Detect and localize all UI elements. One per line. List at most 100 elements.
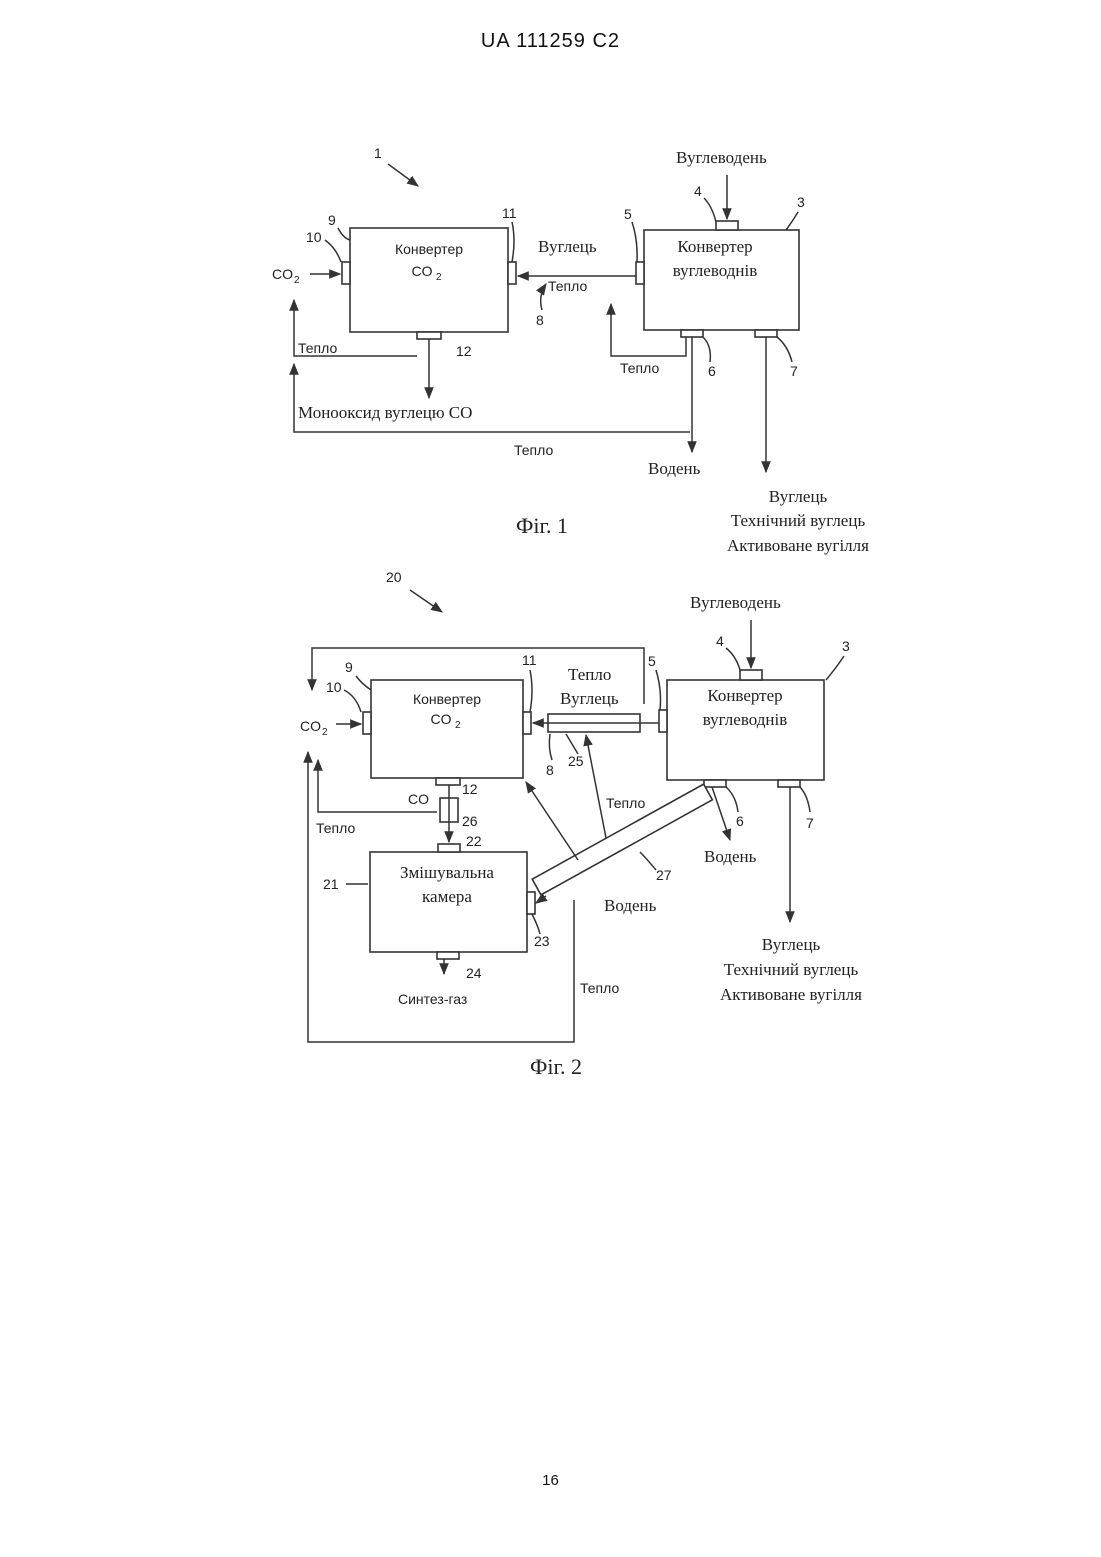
ref-8-leader	[549, 734, 552, 760]
heat-label-lower: Тепло	[514, 442, 553, 458]
ref-11: 11	[502, 205, 517, 221]
ref-6: 6	[708, 363, 716, 379]
hydrocarbon-label: Вуглеводень	[676, 148, 767, 167]
figure-1: 1 Конвертер CO 2 9 10 11 12 CO 2 Конверт…	[272, 145, 869, 555]
ref-5: 5	[648, 653, 656, 669]
port-7	[778, 780, 800, 787]
ref-6-leader	[726, 787, 738, 812]
ref-6-leader	[703, 337, 710, 362]
ref-23: 23	[534, 933, 550, 949]
hydrogen-output-arrow	[712, 787, 730, 840]
hydrogen-tube-label: Водень	[604, 896, 657, 915]
hydrocarbon-label: Вуглеводень	[690, 593, 781, 612]
carbon-product-3: Активоване вугілля	[727, 536, 869, 555]
port-11	[508, 262, 516, 284]
ref-11: 11	[522, 652, 537, 668]
fig1-caption: Фіг. 1	[516, 513, 568, 538]
mixing-chamber-label-2: камера	[422, 887, 472, 906]
carbon-label: Вуглець	[538, 237, 597, 256]
ref-20: 20	[386, 569, 402, 585]
mixing-chamber-label: Змішувальна	[400, 863, 494, 882]
port-7	[755, 330, 777, 337]
ref-22: 22	[466, 833, 482, 849]
port-4	[740, 670, 762, 680]
co2-converter-formula: CO	[431, 711, 452, 727]
port-22	[438, 844, 460, 852]
heat-label-link: Тепло	[548, 278, 587, 294]
ref-1-arrow	[388, 164, 418, 186]
hc-converter-label-2: вуглеводнів	[703, 710, 788, 729]
heat-link-arrow	[541, 284, 546, 310]
hc-converter-label-2: вуглеводнів	[673, 261, 758, 280]
ref-9-leader	[356, 676, 371, 690]
co-output-label: Монооксид вуглецю CO	[298, 403, 472, 422]
port-12	[436, 778, 460, 785]
heat-bottom-label: Тепло	[580, 980, 619, 996]
ref-25-leader	[566, 734, 578, 754]
port-4	[716, 221, 738, 230]
carbon-product-1: Вуглець	[769, 487, 828, 506]
ref-27: 27	[656, 867, 672, 883]
ref-8: 8	[546, 762, 554, 778]
heat-top-label: Тепло	[568, 665, 611, 684]
ref-3: 3	[797, 194, 805, 210]
co2-converter-subscript: 2	[455, 720, 461, 731]
co2-input-label: CO	[272, 266, 293, 282]
ref-25: 25	[568, 753, 584, 769]
heat-mid-label: Тепло	[606, 795, 645, 811]
ref-4: 4	[716, 633, 724, 649]
co2-input-sub: 2	[294, 275, 300, 286]
ref-5: 5	[624, 206, 632, 222]
heat-left-label: Тепло	[316, 820, 355, 836]
port-23	[527, 892, 535, 914]
port-11	[523, 712, 531, 734]
ref-20-arrow	[410, 590, 442, 612]
ref-3: 3	[842, 638, 850, 654]
ref-24: 24	[466, 965, 482, 981]
ref-6: 6	[736, 813, 744, 829]
hc-converter-label: Конвертер	[677, 237, 752, 256]
co2-converter-subscript: 2	[436, 272, 442, 283]
co2-converter-formula: CO	[412, 263, 433, 279]
ref-4: 4	[694, 183, 702, 199]
ref-21: 21	[323, 876, 339, 892]
ref-27-leader	[640, 852, 656, 870]
ref-4-leader	[726, 648, 740, 670]
co2-converter-label: Конвертер	[413, 691, 481, 707]
ref-3-leader	[826, 656, 844, 680]
ref-3-leader	[786, 212, 798, 230]
ref-11-leader	[512, 222, 514, 262]
carbon-product-1: Вуглець	[762, 935, 821, 954]
ref-26: 26	[462, 813, 478, 829]
ref-7: 7	[806, 815, 814, 831]
co-label: CO	[408, 791, 429, 807]
hydrogen-into-chamber	[536, 896, 546, 903]
figure-2: 20 Конвертер CO 2 9 10 11 12 CO 2 Конвер…	[300, 569, 862, 1079]
co2-converter-label: Конвертер	[395, 241, 463, 257]
port-6	[681, 330, 703, 337]
ref-10: 10	[306, 229, 322, 245]
port-24	[437, 952, 459, 959]
ref-10: 10	[326, 679, 342, 695]
ref-10-leader	[344, 690, 361, 712]
ref-23-leader	[532, 914, 540, 934]
ref-10-leader	[325, 240, 341, 262]
ref-7-leader	[777, 337, 792, 362]
port-5	[659, 710, 667, 732]
port-10	[363, 712, 371, 734]
ref-8: 8	[536, 312, 544, 328]
co2-input-label: CO	[300, 718, 321, 734]
ref-7: 7	[790, 363, 798, 379]
port-5	[636, 262, 644, 284]
ref-5-leader	[632, 222, 637, 262]
ref-9-leader	[338, 228, 350, 240]
ref-12: 12	[456, 343, 472, 359]
port-10	[342, 262, 350, 284]
ref-5-leader	[656, 670, 661, 710]
port-12	[417, 332, 441, 339]
page-number: 16	[0, 1472, 1101, 1489]
ref-9: 9	[345, 659, 353, 675]
carbon-product-2: Технічний вуглець	[731, 511, 866, 530]
fig2-caption: Фіг. 2	[530, 1054, 582, 1079]
